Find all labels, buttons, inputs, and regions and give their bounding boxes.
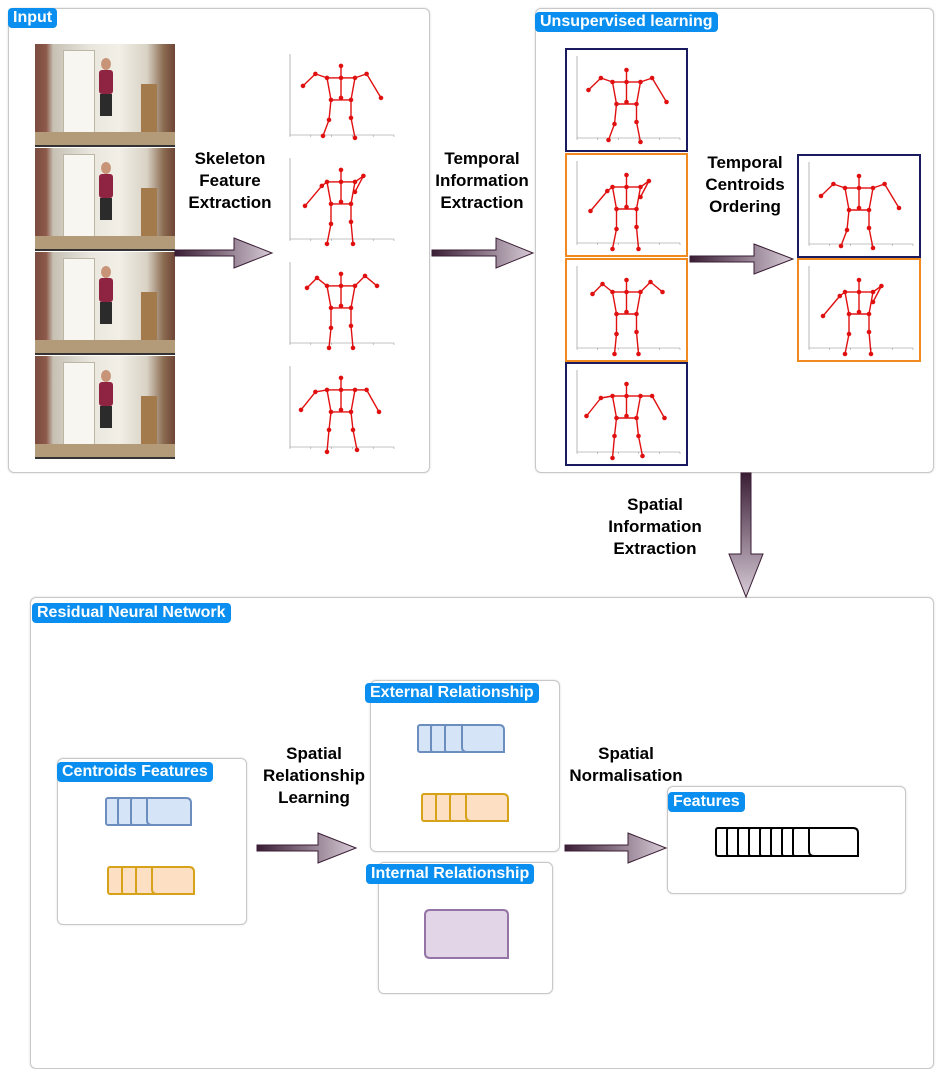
video-frame-2 bbox=[35, 148, 175, 251]
video-frame-4 bbox=[35, 356, 175, 459]
unsupervised-tag: Unsupervised learning bbox=[535, 12, 718, 32]
cluster-plot-2 bbox=[565, 153, 688, 257]
ordered-centroid-2 bbox=[797, 258, 921, 362]
resnet-tag: Residual Neural Network bbox=[32, 603, 231, 623]
cluster-plot-1 bbox=[565, 48, 688, 152]
internal-tag: Internal Relationship bbox=[366, 864, 535, 884]
external-tag: External Relationship bbox=[365, 683, 539, 703]
skeleton-plot-3 bbox=[282, 256, 400, 351]
skeleton-plot-2 bbox=[282, 152, 400, 247]
cluster-plot-3 bbox=[565, 258, 688, 362]
centroids-tag: Centroids Features bbox=[57, 762, 213, 782]
centroids-panel bbox=[57, 758, 247, 925]
skeleton-plot-4 bbox=[282, 360, 400, 455]
video-frame-1 bbox=[35, 44, 175, 147]
external-panel bbox=[370, 680, 560, 852]
arrow-spatial-info bbox=[728, 472, 764, 599]
cluster-plot-4 bbox=[565, 362, 688, 466]
features-tag: Features bbox=[668, 792, 745, 812]
video-frame-3 bbox=[35, 252, 175, 355]
skeleton-plot-1 bbox=[282, 48, 400, 143]
input-tag: Input bbox=[8, 8, 58, 28]
arrow-temporal bbox=[431, 237, 535, 269]
ordered-centroid-1 bbox=[797, 154, 921, 258]
